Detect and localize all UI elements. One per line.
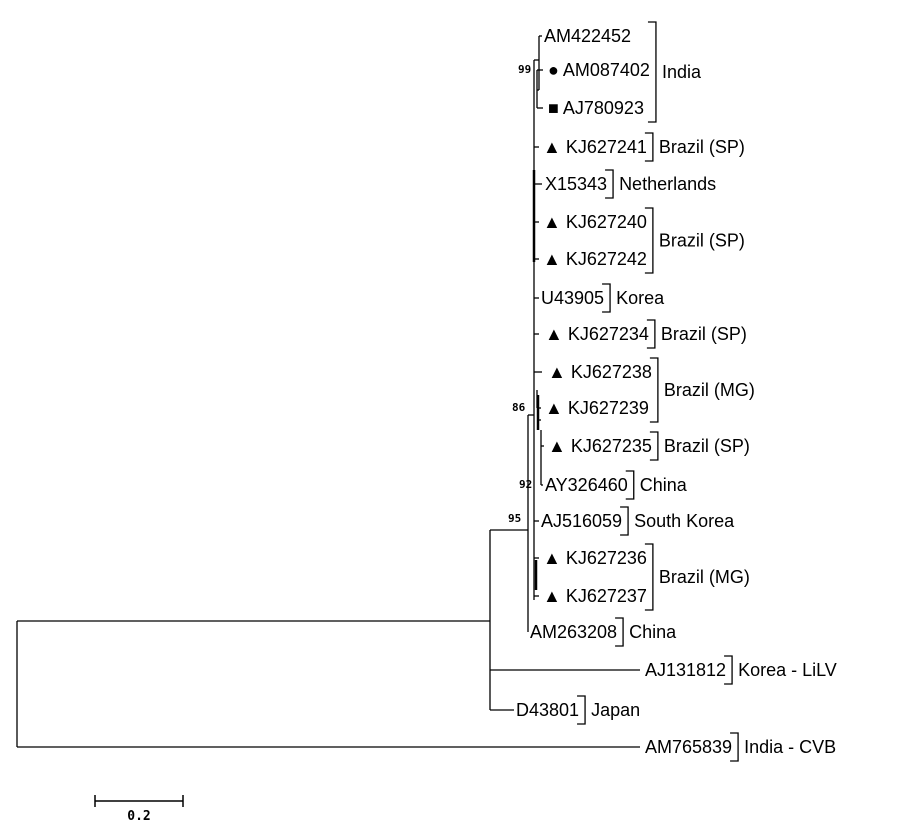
scale-label: 0.2 xyxy=(127,809,150,824)
leaf-label: AJ131812 xyxy=(645,660,726,680)
leaf-label: D43801 xyxy=(516,700,579,720)
leaf-label: ▲ KJ627240 xyxy=(543,212,647,232)
group-bracket xyxy=(615,617,624,647)
group-label: Brazil (MG) xyxy=(664,380,755,400)
group-bracket xyxy=(730,732,739,762)
group-label: Korea - LiLV xyxy=(738,660,837,680)
group-label: South Korea xyxy=(634,511,735,531)
group-bracket xyxy=(644,132,654,162)
leaf-label: X15343 xyxy=(545,174,607,194)
bootstrap-value: 99 xyxy=(518,63,531,76)
leaf-label: ▲ KJ627236 xyxy=(543,548,647,568)
leaf-label: ▲ KJ627241 xyxy=(543,137,647,157)
leaf-label: AJ516059 xyxy=(541,511,622,531)
leaf-label: U43905 xyxy=(541,288,604,308)
group-label: Brazil (SP) xyxy=(659,137,745,157)
group-bracket xyxy=(644,207,654,274)
group-label: Brazil (SP) xyxy=(659,231,745,251)
group-bracket xyxy=(649,431,659,461)
leaf-label: ▲ KJ627239 xyxy=(545,398,649,418)
group-label: China xyxy=(629,622,677,642)
group-bracket xyxy=(644,543,654,611)
group-label: Japan xyxy=(591,700,640,720)
group-label: India - CVB xyxy=(744,737,836,757)
leaf-label: ▲ KJ627238 xyxy=(548,362,652,382)
group-label: Brazil (MG) xyxy=(659,567,750,587)
group-label: India xyxy=(662,62,702,82)
leaf-label: AY326460 xyxy=(545,475,628,495)
bootstrap-value: 95 xyxy=(508,512,521,525)
group-label: China xyxy=(640,475,688,495)
group-label: Korea xyxy=(616,288,665,308)
group-bracket xyxy=(646,319,656,349)
group-bracket xyxy=(577,695,586,725)
group-bracket xyxy=(724,655,733,685)
group-bracket xyxy=(602,283,611,313)
group-label: Netherlands xyxy=(619,174,716,194)
leaf-label: ● AM087402 xyxy=(548,60,650,80)
bootstrap-value: 86 xyxy=(512,401,526,414)
leaf-label: ▲ KJ627234 xyxy=(545,324,649,344)
group-bracket xyxy=(605,169,614,199)
group-bracket xyxy=(649,357,659,423)
group-bracket xyxy=(647,21,657,123)
leaf-label: ▲ KJ627242 xyxy=(543,249,647,269)
group-label: Brazil (SP) xyxy=(664,436,750,456)
group-bracket xyxy=(620,506,629,536)
leaf-label: ■ AJ780923 xyxy=(548,98,644,118)
leaf-label: ▲ KJ627237 xyxy=(543,586,647,606)
leaf-label: AM765839 xyxy=(645,737,732,757)
group-label: Brazil (SP) xyxy=(661,324,747,344)
leaf-label: AM422452 xyxy=(544,26,631,46)
bootstrap-value: 92 xyxy=(519,478,532,491)
group-bracket xyxy=(625,470,635,500)
leaf-label: AM263208 xyxy=(530,622,617,642)
leaf-label: ▲ KJ627235 xyxy=(548,436,652,456)
